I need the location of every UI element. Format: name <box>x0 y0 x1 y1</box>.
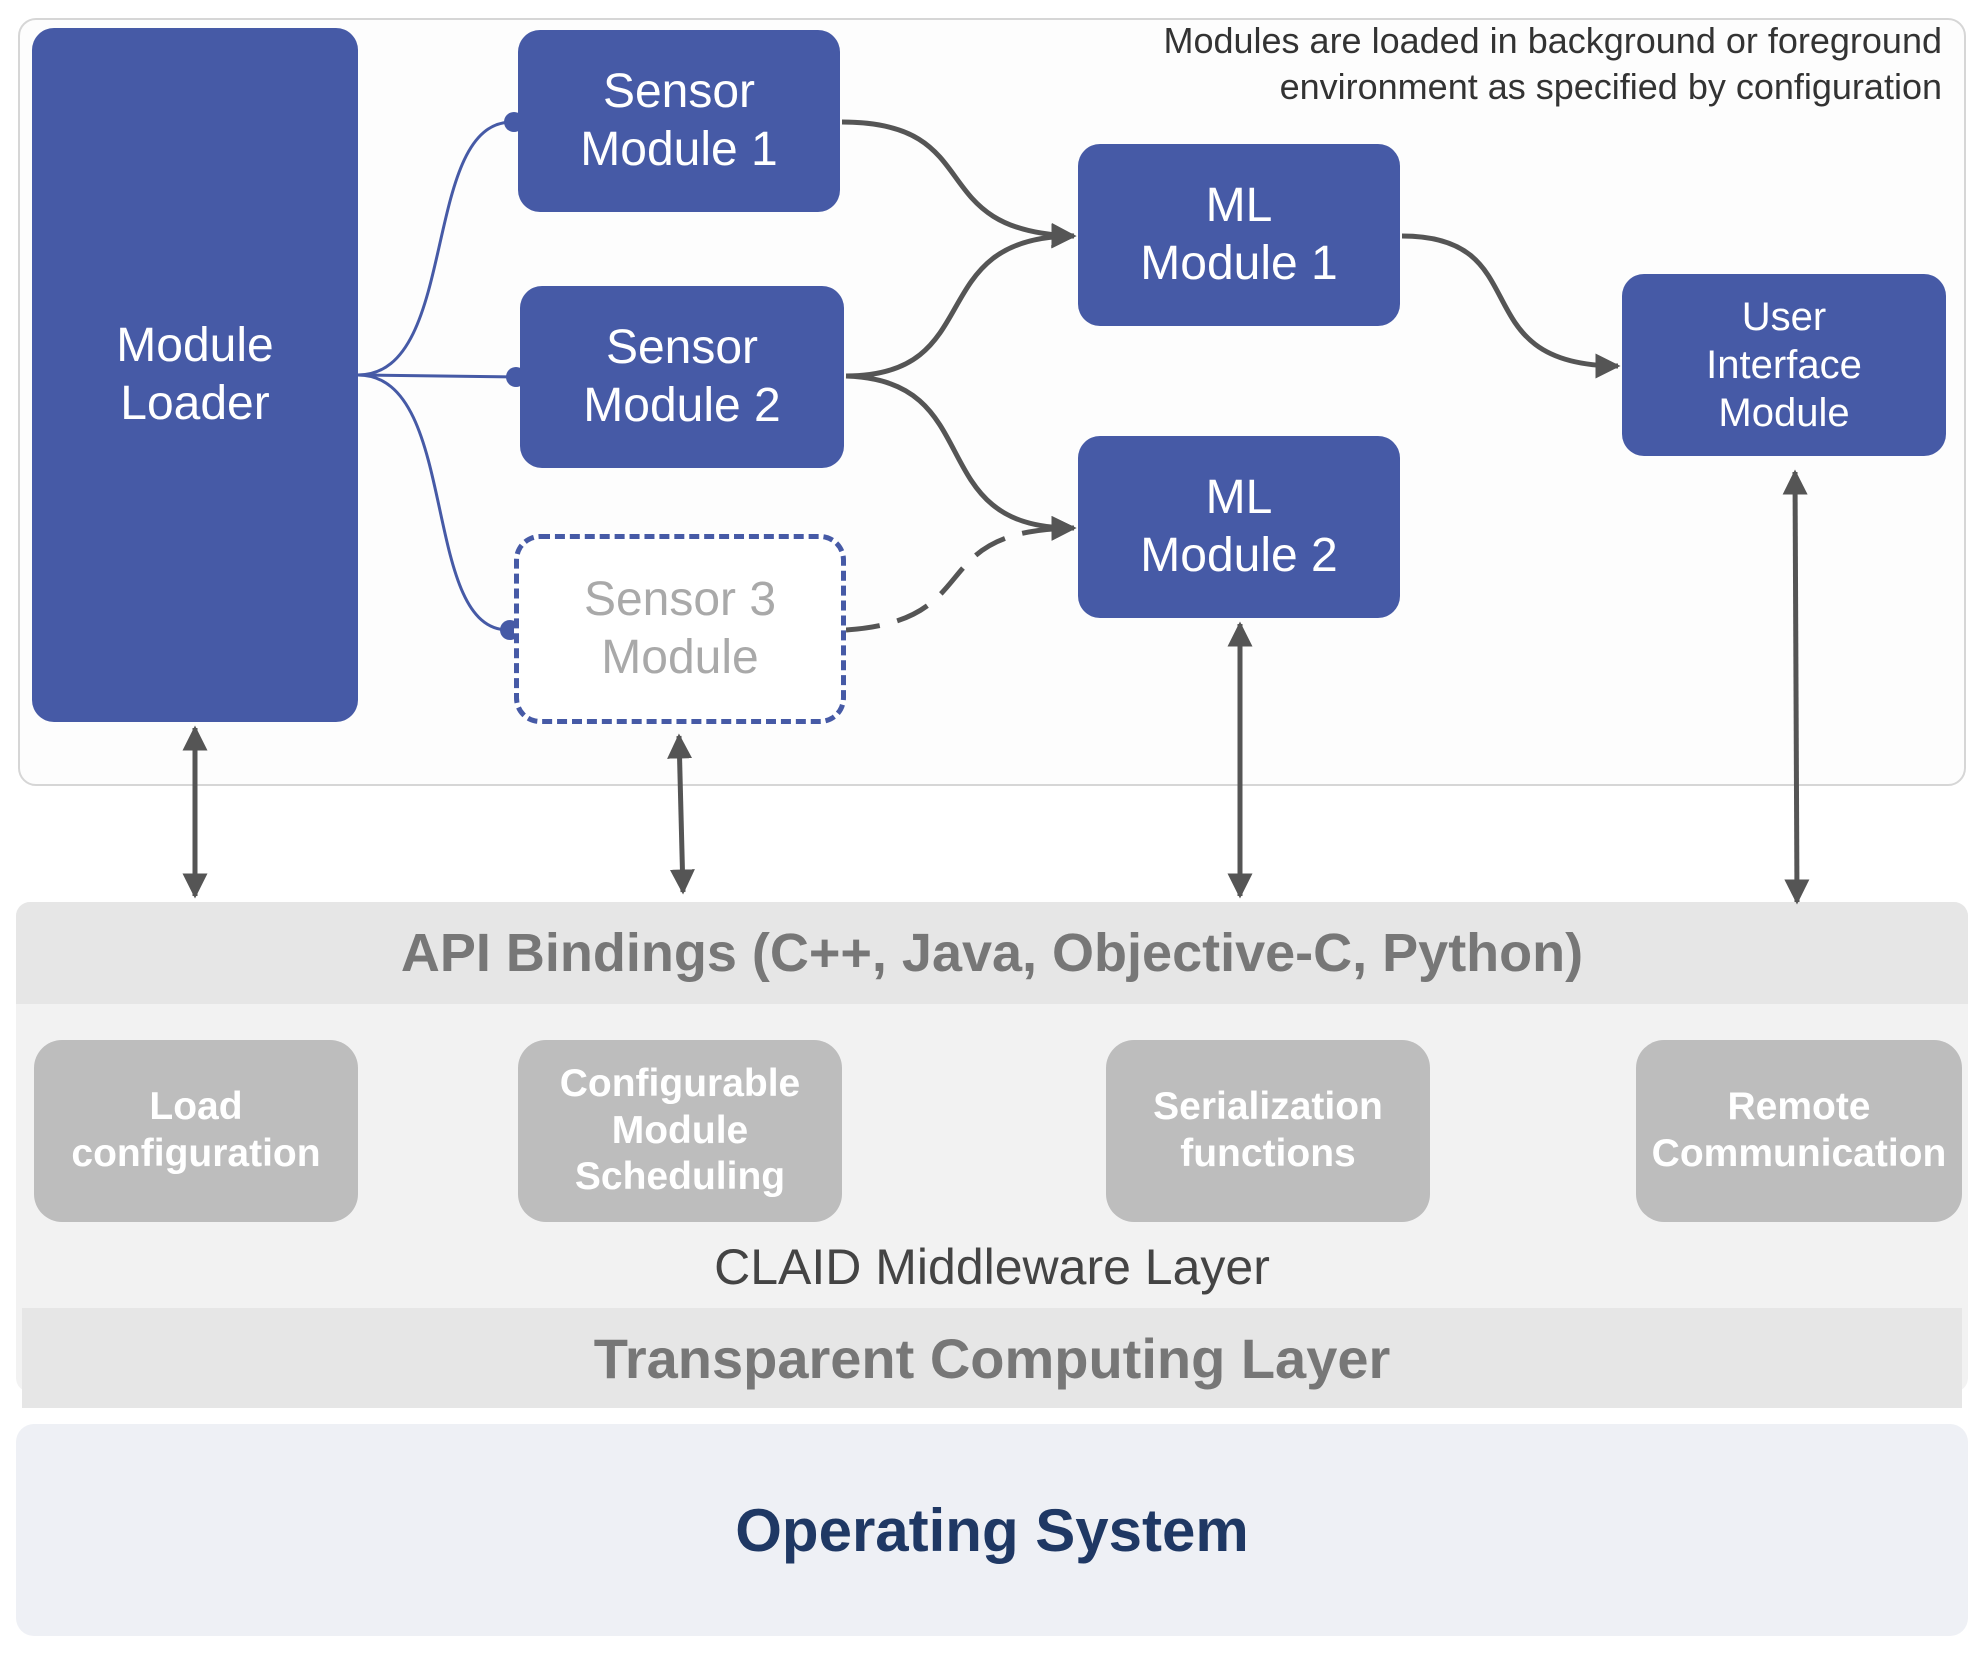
transparent-computing-layer: Transparent Computing Layer <box>22 1308 1962 1408</box>
remote-communication-box: Remote Communication <box>1636 1040 1962 1222</box>
environment-note: Modules are loaded in background or fore… <box>1163 20 1942 107</box>
user-interface-module-box: User Interface Module <box>1622 274 1946 456</box>
ml-module-2-box: ML Module 2 <box>1078 436 1400 618</box>
serialization-functions-box: Serialization functions <box>1106 1040 1430 1222</box>
loader-to-sensor1-connector <box>357 120 513 377</box>
sensor2-to-ml1-arrow <box>845 223 1077 379</box>
api-bindings-band: API Bindings (C++, Java, Objective-C, Py… <box>16 902 1968 1004</box>
sensor-module-2-box: Sensor Module 2 <box>520 286 844 468</box>
ml1-to-ui-arrow <box>1401 233 1621 379</box>
sensor3-to-ml2-arrow <box>845 515 1077 633</box>
sensor3-api-double-arrow <box>667 733 695 895</box>
loader-to-sensor2-connector <box>357 373 515 379</box>
sensor2-to-ml2-arrow <box>845 373 1077 541</box>
sensor-module-1-box: Sensor Module 1 <box>518 30 840 212</box>
sensor1-to-ml1-arrow <box>841 119 1077 248</box>
ui-api-double-arrow <box>1782 469 1810 905</box>
middleware-layer-label: CLAID Middleware Layer <box>714 1239 1270 1295</box>
load-configuration-box: Load configuration <box>34 1040 358 1222</box>
operating-system-layer: Operating System <box>16 1424 1968 1636</box>
sensor-3-module-box: Sensor 3 Module <box>514 534 846 724</box>
ml-module-1-box: ML Module 1 <box>1078 144 1400 326</box>
module-scheduling-box: Configurable Module Scheduling <box>518 1040 842 1222</box>
module-loader-box: Module Loader <box>32 28 358 722</box>
loader-to-sensor3-connector <box>357 373 509 632</box>
